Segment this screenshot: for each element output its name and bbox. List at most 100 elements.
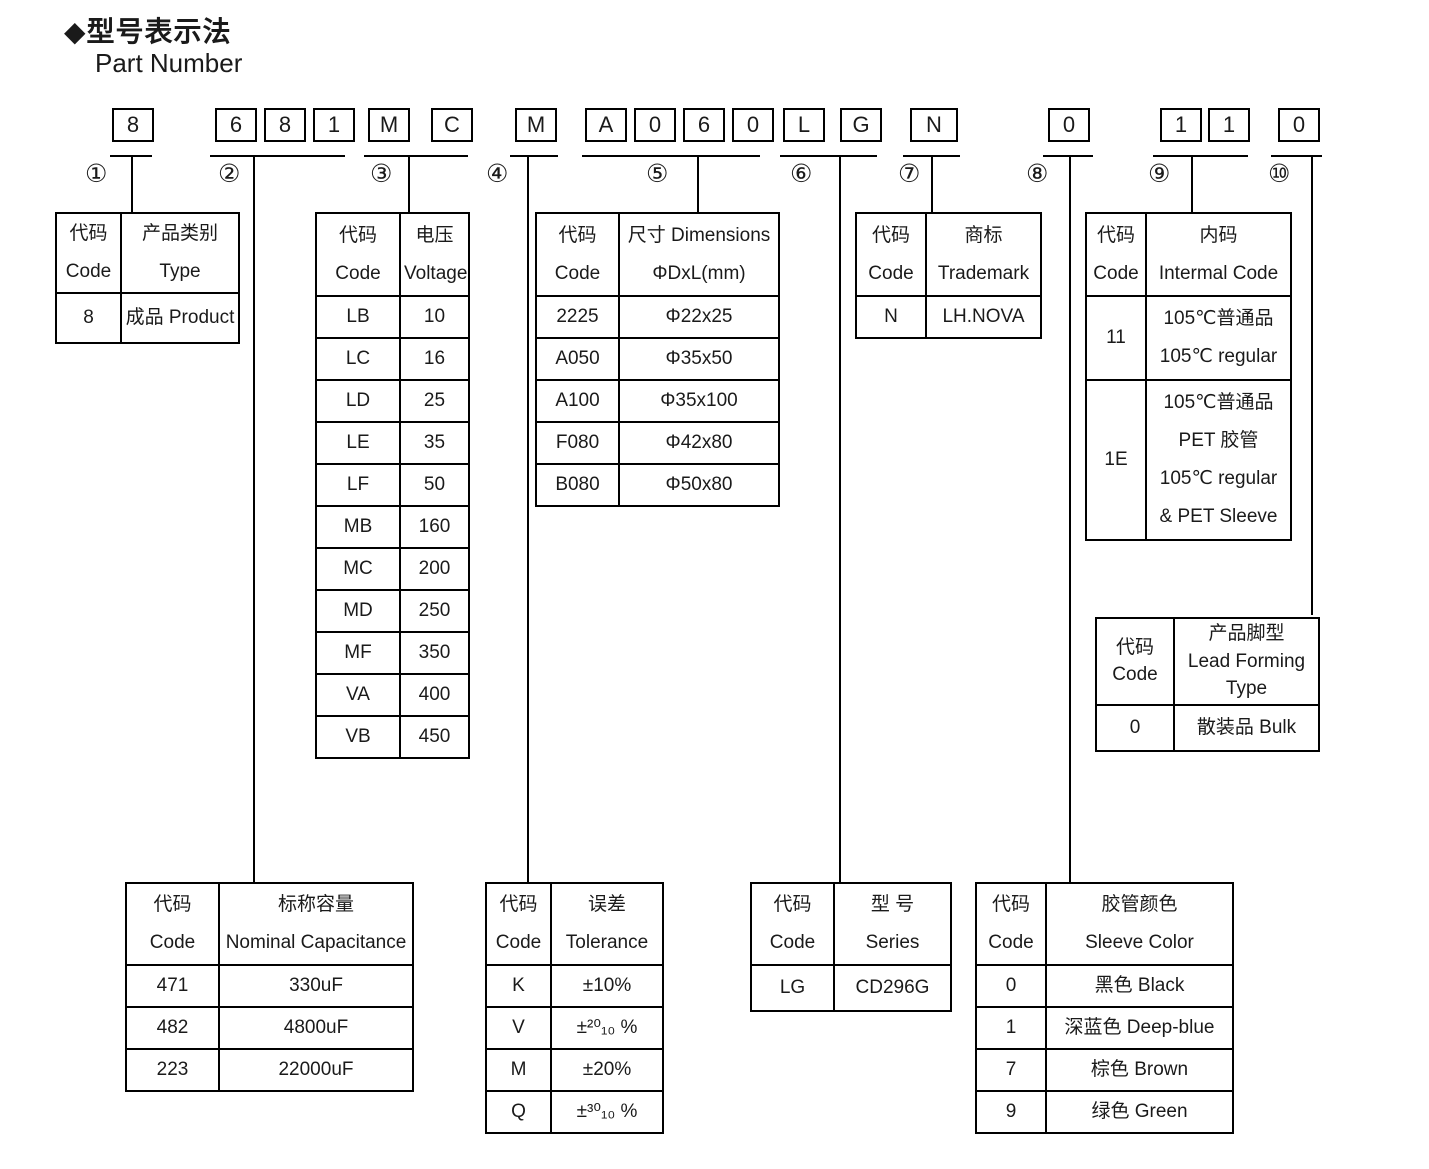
connector-line (839, 155, 841, 882)
group-underline (780, 155, 877, 157)
table-cell: Φ35x50 (618, 337, 780, 381)
column-header: 标称容量 Nominal Capacitance (218, 882, 414, 966)
part-number-box: M (515, 108, 557, 142)
table-cell: V (485, 1006, 552, 1050)
table-cell: 9 (975, 1090, 1047, 1134)
table-cell: 成品 Product (120, 292, 240, 344)
table-row: Q±³⁰₁₀ % (485, 1090, 664, 1134)
connector-line (1311, 155, 1313, 615)
table-cell: 471 (125, 964, 220, 1008)
table-cell: A050 (535, 337, 620, 381)
part-number-box: 1 (1160, 108, 1202, 142)
part-number-box: L (783, 108, 825, 142)
table-cell: LB (315, 295, 401, 339)
table-cell: Φ50x80 (618, 463, 780, 507)
table-row: K±10% (485, 964, 664, 1008)
part-number-group-7: N (910, 108, 958, 142)
table-cell: 400 (399, 673, 470, 717)
table-cell: CD296G (833, 964, 952, 1012)
part-number-box: 1 (313, 108, 355, 142)
table-cell: 22000uF (218, 1048, 414, 1092)
connector-line (253, 155, 255, 882)
table-cell: 450 (399, 715, 470, 759)
group-index-2: ② (218, 160, 241, 188)
part-number-group-4: M (515, 108, 557, 142)
table-cell: 482 (125, 1006, 220, 1050)
table-cell: 绿色 Green (1045, 1090, 1234, 1134)
table-cell: K (485, 964, 552, 1008)
table-cell: MD (315, 589, 401, 633)
part-number-box: 0 (1048, 108, 1090, 142)
table-row: M±20% (485, 1048, 664, 1092)
table-cell: 0 (975, 964, 1047, 1008)
column-header: 尺寸 Dimensions ΦDxL(mm) (618, 212, 780, 297)
part-number-box: G (840, 108, 882, 142)
table-row: V±²⁰₁₀ % (485, 1006, 664, 1050)
group-underline (582, 155, 760, 157)
group-index-6: ⑥ (790, 160, 813, 188)
column-header: 型 号 Series (833, 882, 952, 966)
table-cell: VB (315, 715, 401, 759)
group-underline (1043, 155, 1093, 157)
table-cell: 1E (1085, 379, 1147, 541)
table-cell: LD (315, 379, 401, 423)
part-number-box: 8 (112, 108, 154, 142)
column-header: 代码 Code (315, 212, 401, 297)
table-cell: B080 (535, 463, 620, 507)
table-cell: 250 (399, 589, 470, 633)
column-header: 产品脚型 Lead Forming Type (1173, 617, 1320, 706)
table-cell: 330uF (218, 964, 414, 1008)
table-cell: LF (315, 463, 401, 507)
part-number-box: 8 (264, 108, 306, 142)
connector-line (527, 155, 529, 882)
column-header: 商标 Trademark (925, 212, 1042, 297)
table-cell: 0 (1095, 703, 1175, 752)
table-cell: LE (315, 421, 401, 465)
part-number-box: N (910, 108, 958, 142)
group-index-5: ⑤ (646, 160, 669, 188)
table-cell: LH.NOVA (925, 295, 1042, 339)
part-number-group-8: 0 (1048, 108, 1090, 142)
part-number-box: C (431, 108, 473, 142)
column-header: 代码 Code (485, 882, 552, 966)
column-header: 代码 Code (855, 212, 927, 297)
part-number-box: 0 (732, 108, 774, 142)
page-title-zh: ◆型号表示法 (64, 16, 232, 47)
table-cell: 350 (399, 631, 470, 675)
group-index-4: ④ (486, 160, 509, 188)
column-header: 代码 Code (1095, 617, 1175, 706)
table-cell: F080 (535, 421, 620, 465)
table-cell: 105℃普通品 PET 胶管 105℃ regular & PET Sleeve (1145, 379, 1292, 541)
connector-line (408, 155, 410, 212)
table-cell: ±³⁰₁₀ % (550, 1090, 664, 1134)
connector-line (1069, 155, 1071, 882)
table-cell: 7 (975, 1048, 1047, 1092)
table-cell: LC (315, 337, 401, 381)
table-cell: MC (315, 547, 401, 591)
table-cell: A100 (535, 379, 620, 423)
